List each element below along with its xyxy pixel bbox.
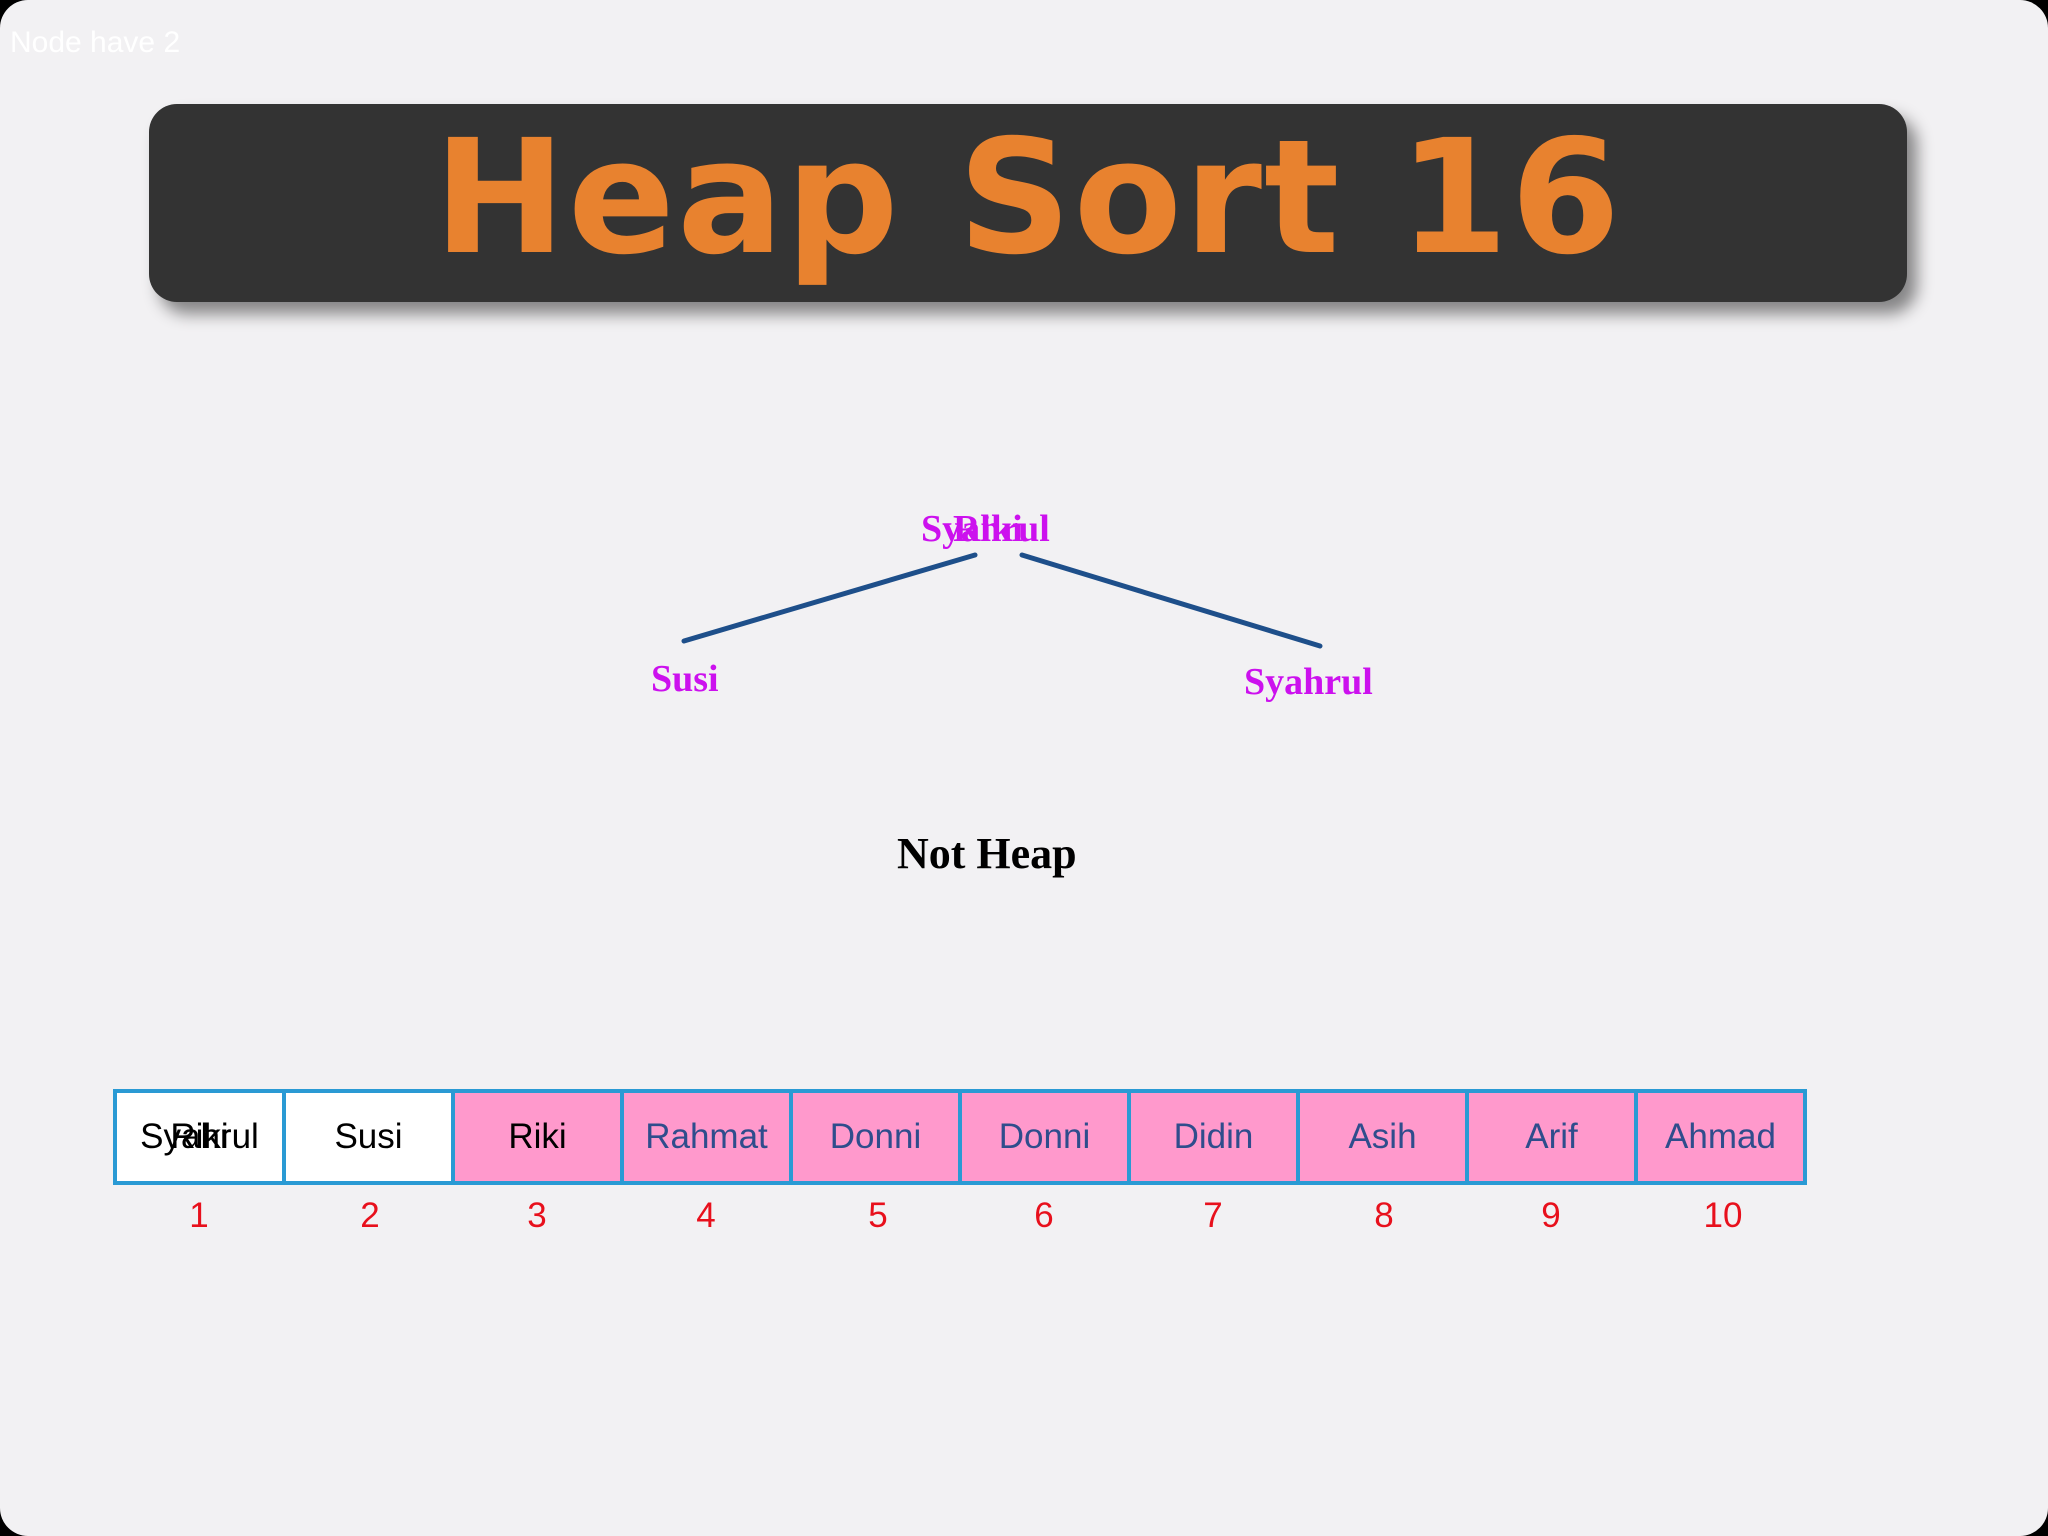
heap-status: Not Heap — [897, 829, 1077, 878]
slide-title: Heap Sort 16 — [433, 106, 1623, 290]
array-cell-value: Syahrul — [140, 1117, 259, 1156]
tree-root-node-previous: Syahrul — [921, 508, 1050, 550]
array-cell: Donni — [962, 1093, 1131, 1181]
array-index: 9 — [1541, 1196, 1561, 1235]
array-cell: Arif — [1469, 1093, 1638, 1181]
corner-note: Node have 2 — [10, 26, 181, 59]
array-cell-value: Rahmat — [645, 1117, 768, 1156]
array-cell-value: Asih — [1348, 1117, 1417, 1156]
array-row: Syahrul Riki Susi Riki Rahmat Donni Donn… — [113, 1089, 1807, 1185]
array-index: 3 — [527, 1196, 547, 1235]
tree-left-child-node: Susi — [651, 658, 719, 700]
array-cell-value: Ahmad — [1665, 1117, 1776, 1156]
edge-root-right — [1019, 552, 1323, 649]
array-cell-value: Donni — [829, 1117, 922, 1156]
array-index: 6 — [1034, 1196, 1054, 1235]
array-cell: Rahmat — [624, 1093, 793, 1181]
title-bar: Heap Sort 16 — [149, 104, 1907, 302]
array-index: 7 — [1203, 1196, 1223, 1235]
array-cell: Donni — [793, 1093, 962, 1181]
array-index: 1 — [189, 1196, 209, 1235]
tree-root-node: Riki — [953, 508, 1023, 550]
array-cell-value: Donni — [998, 1117, 1091, 1156]
array-cell-overlay-value: Riki — [170, 1117, 229, 1156]
array-index: 4 — [696, 1196, 716, 1235]
array-cell: Didin — [1131, 1093, 1300, 1181]
array-index: 8 — [1374, 1196, 1394, 1235]
array-cell: Ahmad — [1638, 1093, 1803, 1181]
edge-root-left — [681, 552, 978, 644]
array-cell-value: Susi — [334, 1117, 403, 1156]
array-index: 10 — [1703, 1196, 1743, 1235]
array-index: 5 — [868, 1196, 888, 1235]
array-cell-value: Didin — [1173, 1117, 1254, 1156]
array-cell: Asih — [1300, 1093, 1469, 1181]
array-cell: Syahrul Riki — [117, 1093, 286, 1181]
array-cell: Riki — [455, 1093, 624, 1181]
array-index: 2 — [360, 1196, 380, 1235]
array-cell-value: Arif — [1525, 1117, 1578, 1156]
tree-right-child-node: Syahrul — [1244, 661, 1373, 703]
array-cell-value: Riki — [508, 1117, 567, 1156]
array-cell: Susi — [286, 1093, 455, 1181]
